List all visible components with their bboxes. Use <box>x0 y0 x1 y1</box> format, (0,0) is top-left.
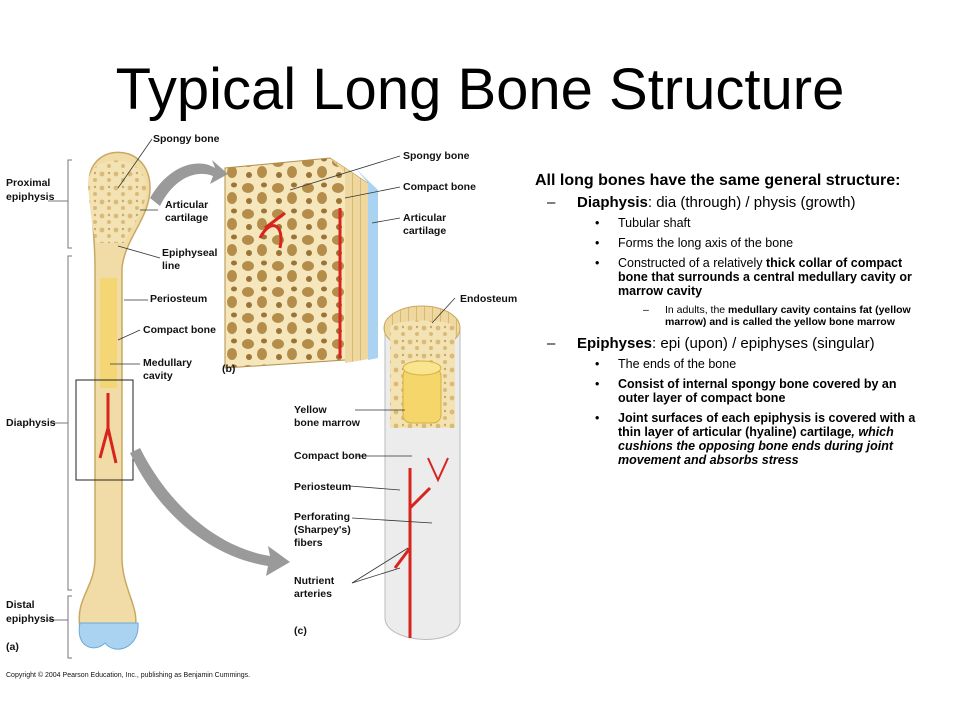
diaphysis-cross-section <box>383 305 461 640</box>
panel-label-b: (b) <box>222 363 235 375</box>
dash-marker: – <box>547 335 556 352</box>
label-a-periosteum: Periosteum <box>150 293 207 305</box>
diaphysis-bullet-3: •Constructed of a relatively thick colla… <box>595 256 912 298</box>
slide-title: Typical Long Bone Structure <box>115 57 845 122</box>
diaphysis-sub-bullet: –In adults, the medullary cavity contain… <box>643 304 911 328</box>
bullet-marker: • <box>595 377 600 391</box>
dash-marker: – <box>547 194 556 211</box>
label-a-articular: Articular <box>165 199 208 211</box>
epiphyses-bullet-2: •Consist of internal spongy bone covered… <box>595 377 897 405</box>
label-distal-epiphysis: epiphysis <box>6 613 55 625</box>
intro-text: All long bones have the same general str… <box>535 172 901 189</box>
label-b-compact-bone: Compact bone <box>403 181 476 193</box>
label-c-bone-marrow: bone marrow <box>294 417 361 429</box>
spongy-bone-block <box>224 157 378 369</box>
label-proximal: Proximal <box>6 177 50 189</box>
bullet-marker: • <box>595 236 600 250</box>
label-a-line: line <box>162 260 180 272</box>
label-c-yellow: Yellow <box>294 404 328 416</box>
label-c-periosteum: Periosteum <box>294 481 351 493</box>
bullet-marker: • <box>595 256 600 270</box>
zoom-arrows <box>130 160 290 576</box>
label-b-spongy-bone: Spongy bone <box>403 150 470 162</box>
epiphyses-heading: – Epiphyses: epi (upon) / epiphyses (sing… <box>535 335 925 352</box>
epiphyses-definition: : epi (upon) / epiphyses (singular) <box>652 335 875 352</box>
bullet-marker: • <box>595 411 600 425</box>
diaphysis-bullet-2: •Forms the long axis of the bone <box>595 236 794 250</box>
bullet-marker: • <box>595 357 600 371</box>
label-proximal-epiphysis: epiphysis <box>6 191 55 203</box>
copyright-notice: Copyright © 2004 Pearson Education, Inc.… <box>6 671 250 679</box>
label-c-compact-bone: Compact bone <box>294 450 367 462</box>
long-bone-illustration <box>75 151 151 650</box>
leader-lines <box>110 138 456 584</box>
diaphysis-definition: : dia (through) / physis (growth) <box>647 194 856 211</box>
label-c-nutrient: Nutrient <box>294 575 335 587</box>
bone-figure: Proximal epiphysis Diaphysis Distal epip… <box>6 133 517 679</box>
panel-label-a: (a) <box>6 641 19 653</box>
bullet-list: All long bones have the same general str… <box>535 172 925 473</box>
diaphysis-heading: – Diaphysis: dia (through) / physis (grow… <box>535 194 925 211</box>
label-diaphysis: Diaphysis <box>6 417 56 429</box>
label-c-sharpeys: (Sharpey's) <box>294 524 351 536</box>
panel-label-c: (c) <box>294 625 307 637</box>
label-a-cartilage: cartilage <box>165 212 208 224</box>
epiphyses-bullet-1: •The ends of the bone <box>595 357 737 371</box>
label-distal: Distal <box>6 599 35 611</box>
label-a-cavity: cavity <box>143 370 173 382</box>
label-a-medullary: Medullary <box>143 357 192 369</box>
label-c-perforating: Perforating <box>294 511 350 523</box>
epiphyses-bullet-3: •Joint surfaces of each epiphysis is cov… <box>595 411 916 467</box>
label-b-cartilage: cartilage <box>403 225 446 237</box>
label-a-compact-bone: Compact bone <box>143 324 216 336</box>
label-a-spongy-bone: Spongy bone <box>153 133 220 145</box>
epiphyses-term: Epiphyses <box>577 335 653 352</box>
label-b-articular: Articular <box>403 212 446 224</box>
dash-marker: – <box>643 304 649 316</box>
label-c-fibers: fibers <box>294 537 323 549</box>
bullet-marker: • <box>595 216 600 230</box>
diaphysis-bullet-1: •Tubular shaft <box>595 216 691 230</box>
region-brackets <box>48 159 72 659</box>
label-c-endosteum: Endosteum <box>460 293 517 305</box>
label-c-arteries: arteries <box>294 588 332 600</box>
diaphysis-term: Diaphysis <box>577 194 648 211</box>
label-a-epiphyseal: Epiphyseal <box>162 247 218 259</box>
